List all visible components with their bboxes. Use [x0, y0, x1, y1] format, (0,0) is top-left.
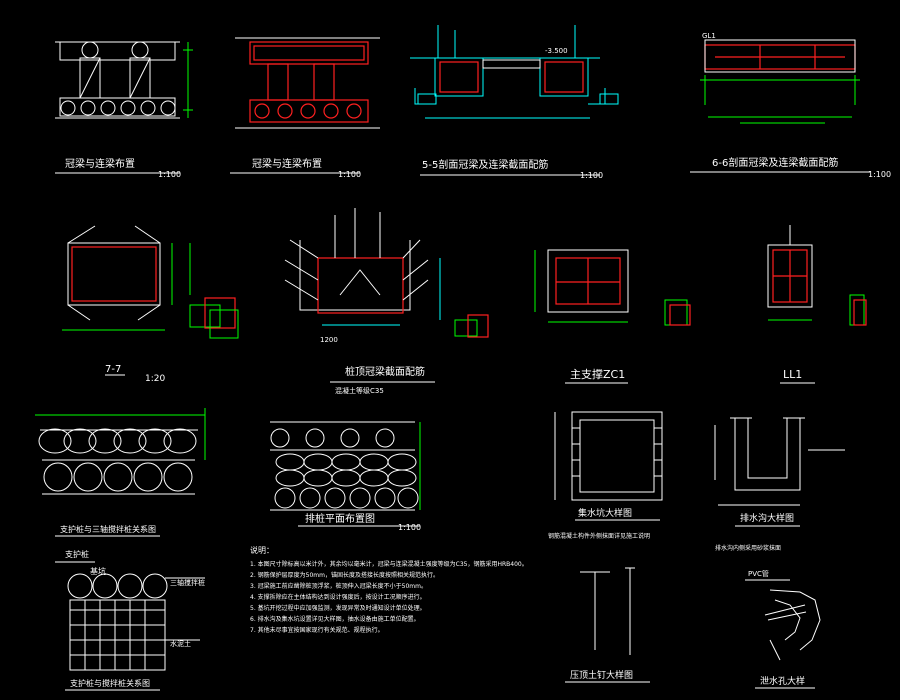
scale-4: 1:100: [868, 170, 891, 179]
title-12: 排水沟大样图: [740, 512, 794, 524]
title-15: 泄水孔大样: [760, 675, 805, 687]
notes-line-7: 7. 其他未尽事宜按国家现行有关规范、规程执行。: [250, 626, 384, 634]
title-13: 支护桩与搅拌桩关系图: [70, 678, 150, 688]
title-4: 6-6剖面冠梁及连梁截面配筋: [712, 156, 838, 169]
title-11: 集水坑大样图: [578, 507, 632, 519]
title-6: 桩顶冠梁截面配筋: [345, 365, 425, 378]
label-shuini: 水泥土: [170, 639, 191, 648]
drawing-crown-beam-section: [284, 208, 489, 383]
title-8: LL1: [783, 368, 802, 381]
notes-line-3: 3. 冠梁施工前应凿除桩顶浮浆，桩顶伸入冠梁长度不小于50mm。: [250, 582, 427, 590]
label-gl1: GL1: [702, 32, 716, 40]
drawing-pile-relationship: [35, 408, 206, 537]
label-zhuang: 支护桩: [65, 549, 89, 559]
scale-3: 1:100: [580, 171, 603, 180]
title-2: 冠梁与连梁布置: [252, 157, 322, 170]
scale-10: 1:100: [398, 523, 421, 532]
drawing-section-5-5: [410, 25, 619, 176]
drawing-sump-pit: [554, 411, 663, 521]
label-pvc: PVC管: [748, 569, 769, 578]
notes-line-6: 6. 排水沟及集水坑设置详见大样图，抽水设备由施工单位配置。: [250, 615, 420, 623]
drawing-ll1: [767, 225, 867, 384]
drawing-drainage-ditch: [714, 417, 845, 527]
label-jiaoban: 三轴搅拌桩: [170, 578, 205, 587]
title-10: 排桩平面布置图: [305, 512, 375, 525]
drawing-pile-mesh: [55, 561, 205, 691]
notes-line-1: 1. 本图尺寸除标高以米计外，其余均以毫米计，冠梁与连梁混凝土强度等级为C35，…: [250, 560, 528, 568]
title-1: 冠梁与连梁布置: [65, 157, 135, 170]
title-6-sub: 混凝土等级C35: [335, 386, 384, 395]
title-14: 压顶土钉大样图: [570, 669, 633, 681]
scale-5: 1:20: [145, 374, 165, 384]
title-7: 主支撑ZC1: [570, 367, 625, 381]
notes-block: 说明： 1. 本图尺寸除标高以米计外，其余均以毫米计，冠梁与连梁混凝土强度等级为…: [250, 545, 528, 634]
note-12: 排水沟内侧采用砂浆抹面: [715, 544, 781, 552]
label-elev-3500: -3.500: [545, 47, 568, 55]
title-9: 支护桩与三轴搅拌桩关系图: [60, 524, 156, 534]
drawing-section-7-7: [62, 225, 239, 376]
drawing-crown-beam-layout-1: [55, 41, 193, 174]
notes-line-5: 5. 基坑开挖过程中应加强监测，发现异常及时通知设计单位处理。: [250, 604, 426, 612]
drawing-weep-hole: [745, 579, 821, 689]
notes-line-2: 2. 钢筋保护层厚度为50mm，锚固长度及搭接长度按照相关规范执行。: [250, 571, 439, 579]
label-dim-1200: 1200: [320, 336, 338, 344]
scale-1: 1:100: [158, 170, 181, 179]
scale-2: 1:100: [338, 170, 361, 179]
drawing-soil-nail: [565, 567, 650, 683]
drawing-zc1: [534, 249, 691, 384]
drawing-crown-beam-layout-2: [230, 37, 380, 174]
note-11: 钢筋混凝土构件外侧抹面详见施工说明: [548, 532, 650, 540]
title-3: 5-5剖面冠梁及连梁截面配筋: [422, 158, 548, 171]
title-5: 7-7: [105, 364, 121, 375]
notes-heading: 说明：: [250, 545, 274, 555]
drawing-section-6-6: [690, 39, 870, 173]
drawing-pile-layout-plan: [270, 421, 421, 527]
notes-line-4: 4. 支撑拆除应在主体结构达到设计强度后，按设计工况顺序进行。: [250, 593, 426, 601]
label-jk: 基坑: [90, 566, 106, 576]
